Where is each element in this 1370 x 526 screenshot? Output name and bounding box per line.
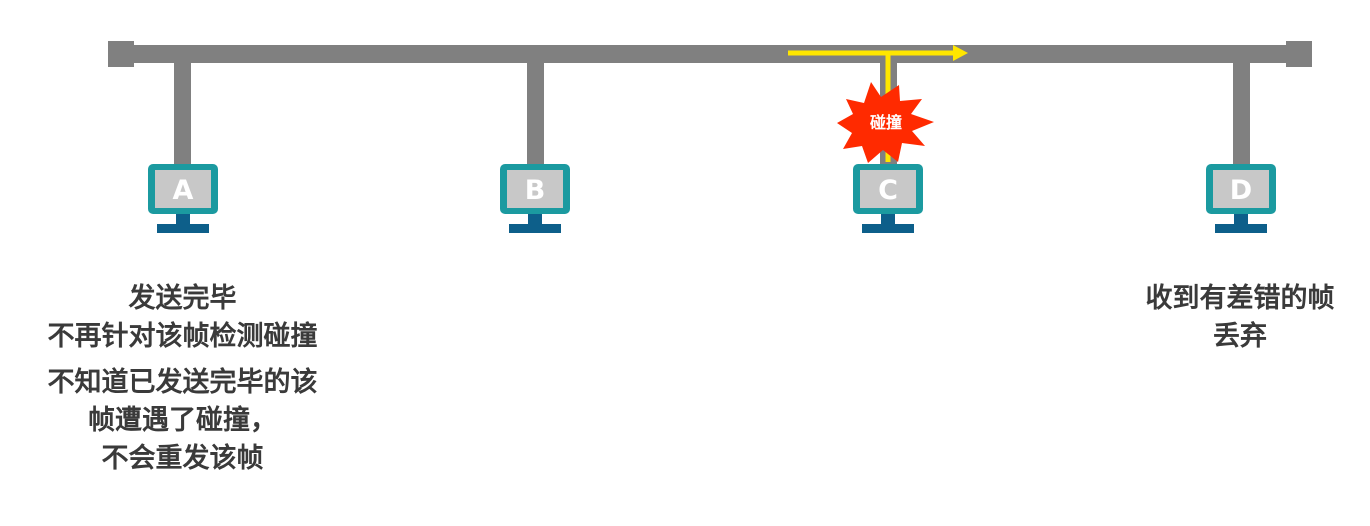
- caption-a-line4: 帧遭遇了碰撞，: [88, 405, 277, 436]
- monitor-screen-d: [1213, 170, 1269, 208]
- caption-d-line1: 收到有差错的帧: [1145, 283, 1335, 314]
- monitor-base-b: [509, 224, 561, 233]
- monitor-screen-b: [507, 170, 563, 208]
- monitor-stand-a: [176, 214, 190, 224]
- monitor-base-a: [157, 224, 209, 233]
- monitor-base-d: [1215, 224, 1267, 233]
- caption-a-line5: 不会重发该帧: [101, 443, 264, 474]
- caption-a-gap: [10, 356, 355, 364]
- bus-terminator-left: [108, 41, 134, 67]
- host-label-b: B: [525, 175, 546, 206]
- drop-line-b: [527, 62, 544, 166]
- host-d: D: [1206, 164, 1276, 233]
- host-c: C: [853, 164, 923, 233]
- collision-label: 碰撞: [870, 113, 902, 132]
- caption-host-a: 发送完毕 不再针对该帧检测碰撞 不知道已发送完毕的该 帧遭遇了碰撞， 不会重发该…: [10, 280, 355, 478]
- caption-host-d: 收到有差错的帧 丢弃: [1110, 280, 1370, 356]
- caption-a-line2: 不再针对该帧检测碰撞: [47, 321, 318, 352]
- bus-terminator-right: [1286, 41, 1312, 67]
- monitor-screen-a: [155, 170, 211, 208]
- monitor-base-c: [862, 224, 914, 233]
- host-label-d: D: [1230, 175, 1252, 206]
- monitor-stand-b: [528, 214, 542, 224]
- caption-a-line1: 发送完毕: [128, 283, 237, 314]
- monitor-stand-c: [881, 214, 895, 224]
- host-label-c: C: [878, 175, 898, 206]
- collision-burst-icon: [837, 82, 934, 163]
- drop-line-d: [1233, 62, 1250, 166]
- signal-arrowhead: [953, 45, 968, 61]
- caption-a-line3: 不知道已发送完毕的该: [47, 367, 318, 398]
- bus-line: [120, 45, 1300, 63]
- drop-line-a: [174, 62, 191, 166]
- host-a: A: [148, 164, 218, 233]
- caption-d-line2: 丢弃: [1213, 321, 1267, 352]
- monitor-screen-c: [860, 170, 916, 208]
- host-b: B: [500, 164, 570, 233]
- host-label-a: A: [173, 175, 194, 206]
- monitor-stand-d: [1234, 214, 1248, 224]
